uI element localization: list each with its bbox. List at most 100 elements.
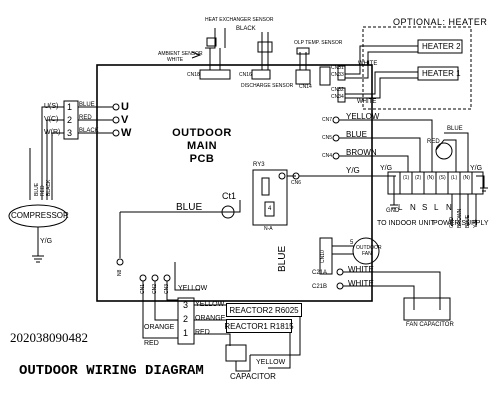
relay-contact-label: 4 — [268, 206, 272, 212]
wire-yellow: YELLOW — [346, 112, 380, 121]
reactor2-box: REACTOR2 R6025 — [226, 303, 302, 317]
pcb-line-3: PCB — [189, 153, 215, 165]
output-u: U — [121, 101, 129, 113]
optional-heater-label: OPTIONAL: HEATER — [393, 17, 488, 27]
ambient-sensor-wire-color: WHITE — [167, 57, 184, 63]
heater2-label: HEATER 2 — [422, 42, 461, 51]
part-number: 202038090482 — [10, 330, 88, 345]
wire-yg: Y/G — [346, 166, 360, 175]
relay-na-label: N-A — [264, 226, 273, 232]
tb-bottom-l: L — [398, 203, 403, 212]
compressor-vertical-black: BLACK — [46, 179, 52, 196]
cn4-label: CN4 — [322, 153, 333, 159]
fan-capacitor-label: FAN CAPACITOR — [406, 322, 454, 328]
optional-heater-box — [362, 26, 472, 110]
tb-gnd: GND — [386, 208, 400, 214]
wire-brown: BROWN — [346, 148, 377, 157]
c21a-label: C21A — [312, 270, 328, 276]
pcb-line-2: MAIN — [186, 140, 218, 152]
reactor-num-3: 3 — [183, 300, 189, 310]
capacitor-wire-yellow: YELLOW — [256, 359, 286, 366]
pcb-wire-blue-side: BLUE — [277, 245, 288, 272]
tb-wire-blue: BLUE — [447, 126, 463, 132]
reactor-num-2: 2 — [183, 314, 189, 324]
cn32-label: CN32 — [331, 87, 344, 93]
cn33-label: CN33 — [331, 72, 344, 78]
diagram-title: OUTDOOR WIRING DIAGRAM — [19, 363, 204, 379]
reactor1-box: REACTOR1 R1815 — [224, 319, 294, 333]
tb-yg-left: Y/G — [380, 165, 393, 172]
cn7-label: CN7 — [322, 117, 333, 123]
compressor-terminal-u: U(S) — [44, 103, 59, 110]
tb-letter-l: (L) — [451, 175, 458, 181]
tb-letter-n: (N) — [427, 175, 434, 181]
outdoor-fan-line2: FAN — [362, 251, 372, 257]
compressor-ground-label: Y/G — [40, 238, 53, 245]
tb-to-indoor: TO INDOOR UNIT — [377, 220, 435, 227]
compressor-wire-blue: BLUE — [79, 102, 95, 108]
tb-yg-right: Y/G — [470, 165, 483, 172]
compressor-wire-red: RED — [79, 115, 92, 121]
relay-ry3-label: RY3 — [253, 162, 265, 168]
compressor-wire-black: BLACK — [79, 128, 99, 134]
olp-sensor-label: OLP TEMP. SENSOR — [294, 40, 343, 46]
compressor-num-2: 2 — [67, 115, 73, 125]
compressor-terminal-w: W(R) — [44, 129, 61, 136]
tb-power-supply: POWER SUPPLY — [433, 220, 489, 227]
n8-label: N8 — [117, 269, 123, 276]
tb-bottom-s: S — [422, 203, 428, 212]
heat-exchanger-wire-color: BLACK — [236, 26, 256, 32]
ct1-label: Ct1 — [222, 191, 237, 201]
tb-wire-red: RED — [427, 139, 440, 145]
compressor-label: COMPRESSOR — [11, 211, 69, 220]
cn31-label: CN31 — [331, 65, 344, 71]
reactor-wire-red-a: RED — [195, 329, 210, 336]
heater-wire-white-lower: WHITE — [357, 99, 377, 105]
compressor-terminal-v: V(C) — [44, 116, 59, 123]
reactor-wire-orange-a: ORANGE — [195, 315, 226, 322]
discharge-sensor-label: DISCHARGE SENSOR — [241, 83, 294, 89]
wire-blue: BLUE — [346, 130, 367, 139]
tb-bottom-n2: N — [446, 203, 452, 212]
reactor-wire-yellow: YELLOW — [195, 301, 225, 308]
cn3-label: CN3 — [164, 283, 170, 294]
c21a-wire-white: WHITE — [348, 265, 374, 274]
tb-letter-s: (S) — [439, 175, 446, 181]
bottom-wire-yellow: YELLOW — [178, 285, 208, 292]
ct-wire-blue: BLUE — [176, 202, 203, 213]
compressor-num-1: 1 — [67, 102, 73, 112]
cn10-label: CN10 — [320, 250, 326, 263]
output-w: W — [121, 127, 132, 139]
reactor-num-1: 1 — [183, 328, 189, 338]
c21b-wire-white: WHITE — [348, 279, 374, 288]
cn14-label: CN14 — [299, 84, 312, 90]
reactor-wire-red-b: RED — [144, 340, 159, 347]
cn18-label: CN18 — [187, 72, 200, 78]
capacitor-label: CAPACITOR — [230, 372, 276, 381]
heat-exchanger-sensor-label: HEAT EXCHANGER SENSOR — [205, 17, 274, 23]
pcb-line-1: OUTDOOR — [172, 127, 232, 139]
output-v: V — [121, 114, 129, 126]
cn1-label: CN1 — [140, 283, 146, 294]
ambient-sensor-label: AMBIENT SENSOR — [158, 51, 203, 57]
tb-letter-1: (1) — [403, 175, 410, 181]
cn6-label: CN6 — [291, 180, 302, 186]
compressor-num-3: 3 — [67, 128, 73, 138]
fan-wire-5: 5 — [350, 240, 354, 246]
heater-wire-white-upper: WHITE — [358, 61, 378, 67]
cn16-label: CN16 — [239, 72, 252, 78]
tb-bottom-n: N — [410, 203, 416, 212]
heater1-label: HEATER 1 — [422, 69, 461, 78]
cn5-label: CN5 — [322, 135, 333, 141]
reactor-wire-orange-b: ORANGE — [144, 324, 175, 331]
cn34-label: CN34 — [331, 94, 344, 100]
outdoor-fan-line1: OUTDOOR — [356, 245, 382, 251]
cn2-label: CN2 — [152, 283, 158, 294]
tb-bottom-l2: L — [434, 203, 439, 212]
tb-letter-n2: (N) — [463, 175, 470, 181]
tb-letter-2: (2) — [415, 175, 422, 181]
pcb-outline — [96, 64, 373, 302]
c21b-label: C21B — [312, 284, 328, 290]
